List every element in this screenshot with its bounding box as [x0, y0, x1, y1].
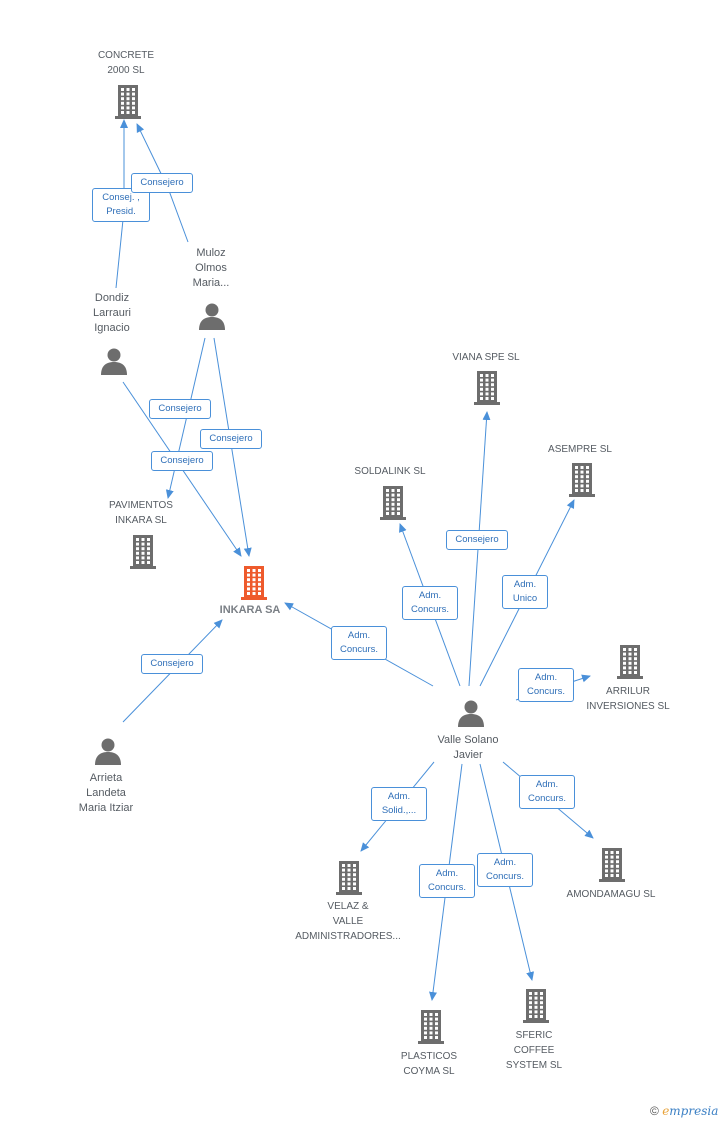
node-label-asempre[interactable]: ASEMPRE SL [548, 444, 612, 455]
building-icon[interactable] [112, 83, 144, 124]
node-label-amondamagu[interactable]: AMONDAMAGU SL [566, 889, 656, 900]
person-icon[interactable] [456, 699, 486, 732]
building-icon[interactable] [238, 564, 270, 605]
person-icon[interactable] [197, 302, 227, 335]
node-label-velaz[interactable]: VELAZ & VALLE ADMINISTRADORES... [295, 901, 401, 942]
person-icon[interactable] [99, 347, 129, 380]
edge-label-arrieta-inkara[interactable]: Consejero [141, 654, 203, 674]
edge-label-valle-inkara[interactable]: Adm. Concurs. [331, 626, 387, 660]
node-label-concrete[interactable]: CONCRETE 2000 SL [97, 50, 155, 76]
building-icon[interactable] [127, 533, 159, 574]
edge-label-valle-amondamagu[interactable]: Adm. Concurs. [519, 775, 575, 809]
edge-label-valle-viana[interactable]: Consejero [446, 530, 508, 550]
edge-label-muloz-concrete[interactable]: Consejero [131, 173, 193, 193]
building-icon[interactable] [333, 859, 365, 900]
edge-label-muloz-inkara[interactable]: Consejero [200, 429, 262, 449]
footer-brand: © empresia [650, 1104, 718, 1118]
node-label-soldalink[interactable]: SOLDALINK SL [354, 466, 426, 477]
node-label-inkara[interactable]: INKARA SA [219, 604, 281, 616]
edge-label-valle-velaz[interactable]: Adm. Solid.,... [371, 787, 427, 821]
node-label-viana[interactable]: VIANA SPE SL [452, 352, 520, 363]
building-icon[interactable] [471, 369, 503, 410]
edge-label-dondiz-concrete[interactable]: Consej. , Presid. [92, 188, 150, 222]
node-label-pavimentos[interactable]: PAVIMENTOS INKARA SL [109, 500, 173, 526]
copyright-icon: © [650, 1104, 659, 1118]
edge-label-valle-asempre[interactable]: Adm. Unico [502, 575, 548, 609]
edge-label-valle-plasticos[interactable]: Adm. Concurs. [419, 864, 475, 898]
edge-label-muloz-pavimentos[interactable]: Consejero [149, 399, 211, 419]
building-icon[interactable] [377, 484, 409, 525]
building-icon[interactable] [596, 846, 628, 887]
node-label-arrieta[interactable]: Arrieta Landeta Maria Itziar [78, 772, 134, 814]
building-icon[interactable] [614, 643, 646, 684]
edge-label-valle-soldalink[interactable]: Adm. Concurs. [402, 586, 458, 620]
node-label-plasticos[interactable]: PLASTICOS COYMA SL [400, 1051, 458, 1077]
edge-label-dondiz-inkara[interactable]: Consejero [151, 451, 213, 471]
building-icon[interactable] [415, 1008, 447, 1049]
node-label-dondiz[interactable]: Dondiz Larrauri Ignacio [93, 292, 131, 334]
person-icon[interactable] [93, 737, 123, 770]
building-icon[interactable] [566, 461, 598, 502]
building-icon[interactable] [520, 987, 552, 1028]
edge-label-valle-arrilur[interactable]: Adm. Concurs. [518, 668, 574, 702]
brand-logo: empresia [662, 1104, 719, 1118]
node-label-arrilur[interactable]: ARRILUR INVERSIONES SL [586, 686, 670, 712]
node-label-sferic[interactable]: SFERIC COFFEE SYSTEM SL [505, 1030, 563, 1071]
node-label-muloz[interactable]: Muloz Olmos Maria... [192, 247, 230, 289]
node-label-valle[interactable]: Valle Solano Javier [437, 734, 499, 761]
edge-label-valle-sferic[interactable]: Adm. Concurs. [477, 853, 533, 887]
